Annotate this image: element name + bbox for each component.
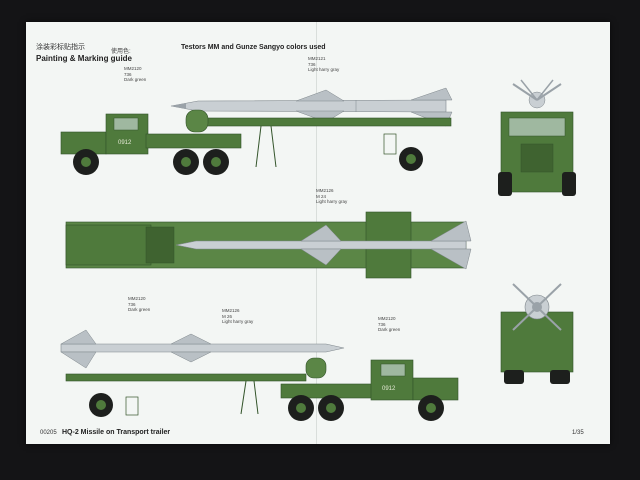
front-view (498, 79, 576, 196)
callout-dark-green-bottom-left: MM2120 736 Dark green (128, 296, 151, 312)
header-chinese: 涂装彩标贴指示 (36, 44, 85, 51)
header-colors-used: Testors MM and Gunze Sangyo colors used (181, 44, 326, 51)
callout-dark-green-top: MM2120 736 Dark green (124, 66, 147, 82)
footer-title: HQ-2 Missile on Transport trailer (62, 429, 171, 436)
trailer-side-top (185, 109, 452, 171)
vehicle-illustrations: 0912 (60, 79, 576, 421)
callout-light-gray-bottom: MM2126 M 26 Light harry gray (222, 308, 254, 324)
header-colors-used-chinese: 使用色: (111, 49, 131, 55)
top-view (65, 211, 472, 279)
door-number-top: 0912 (118, 140, 132, 146)
side-view-top: 0912 (60, 87, 453, 175)
instruction-sheet: 涂装彩标贴指示 Painting & Marking guide 使用色: Te… (26, 22, 610, 444)
footer-product-code: 00205 (40, 430, 57, 436)
rear-view (500, 283, 574, 384)
door-number-bottom: 0912 (382, 386, 396, 392)
callout-light-gray-top: MM2121 736 Light harry gray (308, 56, 340, 72)
missile-top-view (175, 220, 472, 270)
footer-scale: 1/35 (572, 430, 584, 436)
side-view-bottom: 0912 (60, 329, 459, 421)
callout-dark-green-bottom-right: MM2120 736 Dark green (378, 316, 401, 332)
trailer-side-bottom (65, 357, 327, 417)
missile-side-bottom (60, 329, 345, 369)
truck-side-bottom: 0912 (280, 359, 459, 421)
callout-light-gray-mid: MM2126 M 24 Light harry gray (316, 188, 348, 204)
header-title: Painting & Marking guide (36, 54, 133, 63)
truck-side-top: 0912 (60, 113, 242, 175)
